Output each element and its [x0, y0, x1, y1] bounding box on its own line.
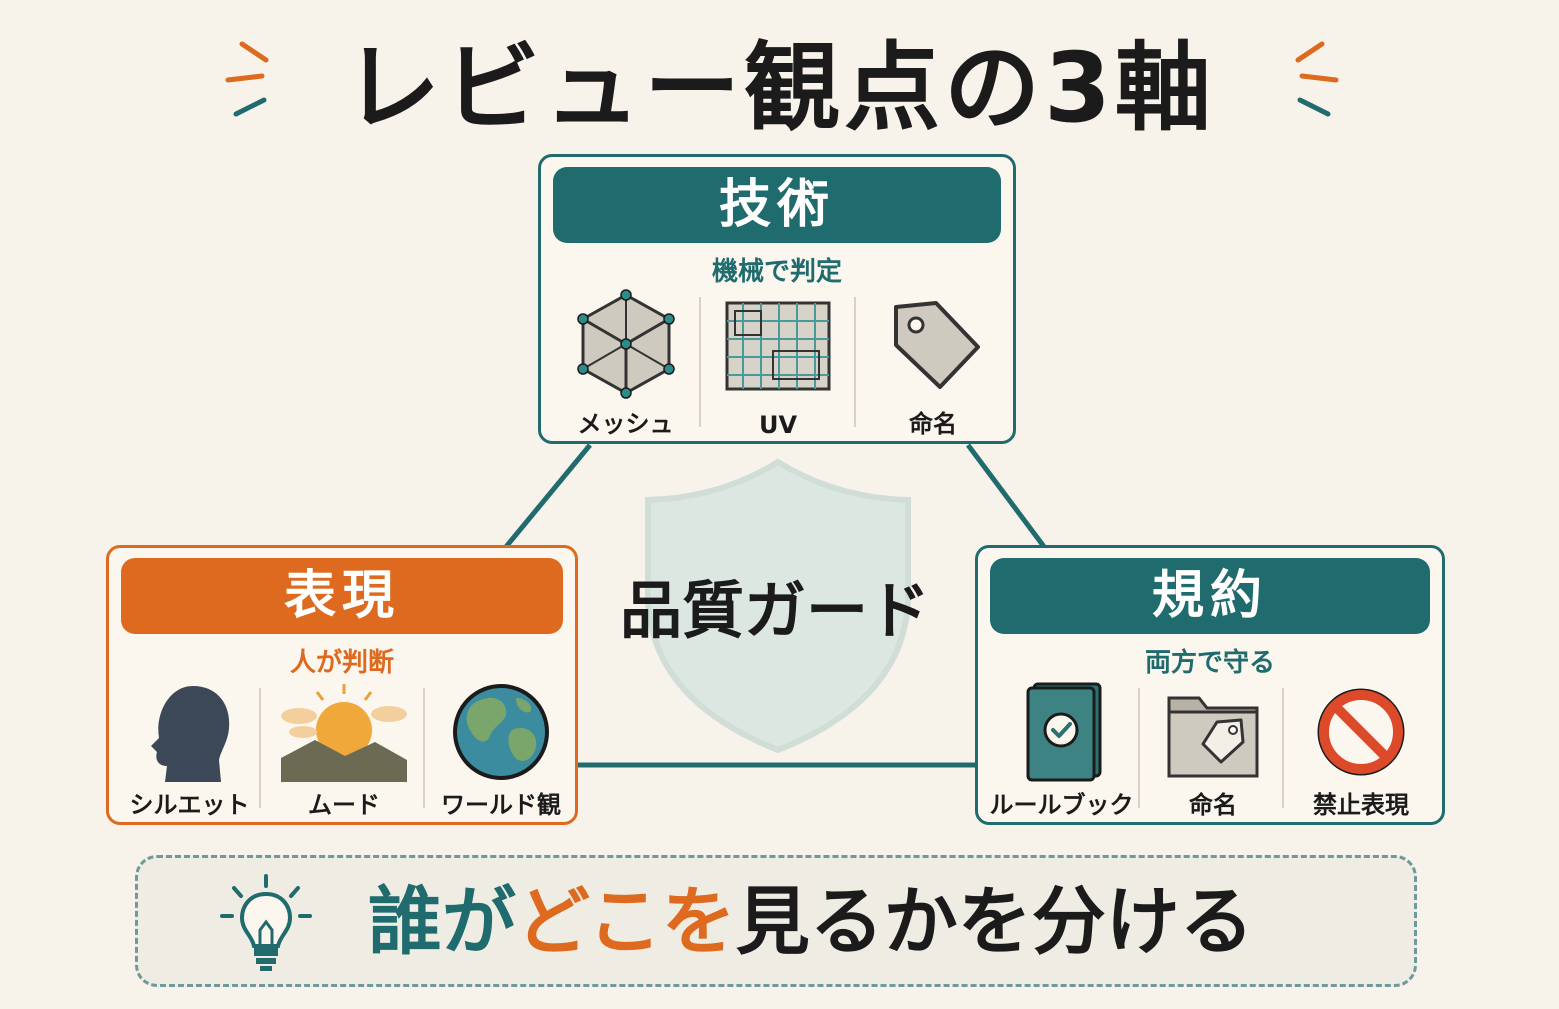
tag-icon: [894, 301, 980, 389]
folder-tag-icon: [1167, 696, 1259, 778]
sunset-mood-icon: [281, 684, 407, 782]
lightbulb-icon: [220, 874, 312, 971]
summary-part-rest: 見るかを分ける: [735, 879, 1254, 965]
tech-item-mesh: メッシュ: [553, 289, 698, 439]
summary-banner: 誰がどこを見るかを分ける: [135, 855, 1417, 987]
tech-item-label: UV: [758, 411, 798, 439]
tech-item-naming: 命名: [859, 289, 1007, 439]
shield-icon: [645, 458, 911, 754]
right-rays-icon: [1295, 41, 1339, 117]
rules-item-label: 禁止表現: [1313, 791, 1409, 819]
page-title: レビュー観点の3軸: [344, 32, 1215, 144]
silhouette-icon: [150, 686, 229, 782]
uv-grid-icon: [725, 301, 831, 391]
rules-subtitle: 両方で守る: [1144, 648, 1275, 678]
rules-card: 規約 両方で守る ルールブック 命名 禁止表現: [975, 545, 1445, 825]
expression-item-mood: ムード: [264, 680, 424, 820]
expression-item-label: ワールド観: [441, 791, 561, 819]
tech-subtitle: 機械で判定: [711, 257, 842, 287]
center-label: 品質ガード: [619, 574, 930, 647]
tech-item-label: 命名: [909, 410, 957, 438]
expression-item-label: ムード: [308, 791, 380, 819]
tech-item-label: メッシュ: [577, 410, 674, 438]
expression-item-silhouette: シルエット: [117, 680, 262, 820]
mesh-cube-icon: [576, 289, 675, 399]
tech-item-uv: UV: [703, 289, 853, 439]
prohibited-icon: [1317, 688, 1405, 776]
rules-item-label: 命名: [1189, 791, 1237, 819]
rules-item-naming: 命名: [1143, 680, 1283, 820]
tech-heading: 技術: [553, 167, 1001, 243]
expression-subtitle: 人が判断: [289, 648, 394, 678]
rulebook-icon: [1026, 682, 1101, 782]
tech-card: 技術 機械で判定 メッシュ: [538, 154, 1016, 444]
rules-item-prohibited: 禁止表現: [1286, 680, 1436, 820]
rules-item-rulebook: ルールブック: [984, 680, 1139, 820]
left-rays-icon: [225, 41, 269, 117]
expression-item-label: シルエット: [129, 791, 250, 819]
summary-message: 誰がどこを見るかを分ける: [368, 874, 1254, 970]
expression-item-world: ワールド観: [427, 680, 575, 820]
globe-icon: [453, 684, 549, 780]
rules-item-label: ルールブック: [989, 791, 1134, 819]
expression-heading: 表現: [121, 558, 563, 634]
rules-heading: 規約: [990, 558, 1430, 634]
expression-card: 表現 人が判断 シルエット ムード ワールド観: [106, 545, 578, 825]
summary-part-where: どこを: [516, 879, 736, 965]
summary-part-who: 誰が: [368, 879, 516, 965]
